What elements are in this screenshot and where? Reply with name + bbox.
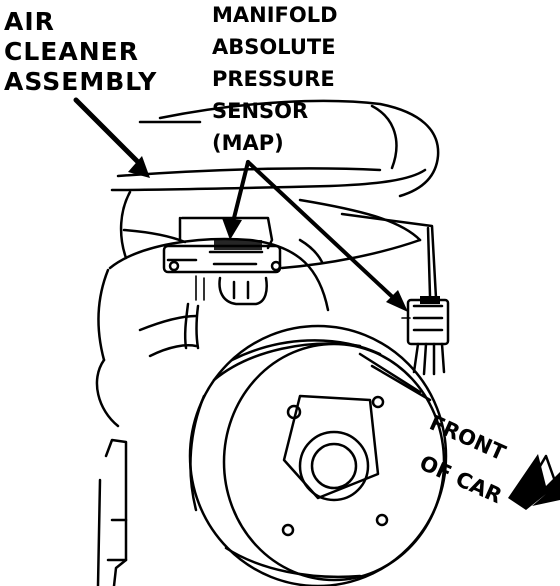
map-arrowhead-left [222,218,242,240]
map-sensor-label-line-1: MANIFOLD [212,3,338,27]
map-sensor [162,216,282,306]
air-cleaner-label: AIR CLEANER ASSEMBLY [4,7,157,96]
map-sensor-connector [340,212,450,376]
map-sensor-label-line-3: PRESSURE [212,67,335,91]
air-cleaner-label-line-1: AIR [4,7,55,36]
front-of-car-arrow [508,454,560,510]
front-of-car-label: FRONT OF CAR [416,411,510,508]
leader-arrows [73,97,408,312]
mounting-bracket [96,438,128,586]
air-cleaner-housing [110,99,440,270]
air-cleaner-label-line-3: ASSEMBLY [4,67,157,96]
map-arrowhead-right [386,290,408,312]
map-sensor-label: MANIFOLD ABSOLUTE PRESSURE SENSOR (MAP) [212,3,338,155]
air-cleaner-label-line-2: CLEANER [4,37,139,66]
map-sensor-label-line-5: (MAP) [212,131,284,155]
engine-body [95,237,330,428]
alternator-pulley [188,324,448,586]
map-sensor-label-line-2: ABSOLUTE [212,35,336,59]
air-cleaner-arrowhead [128,156,150,178]
